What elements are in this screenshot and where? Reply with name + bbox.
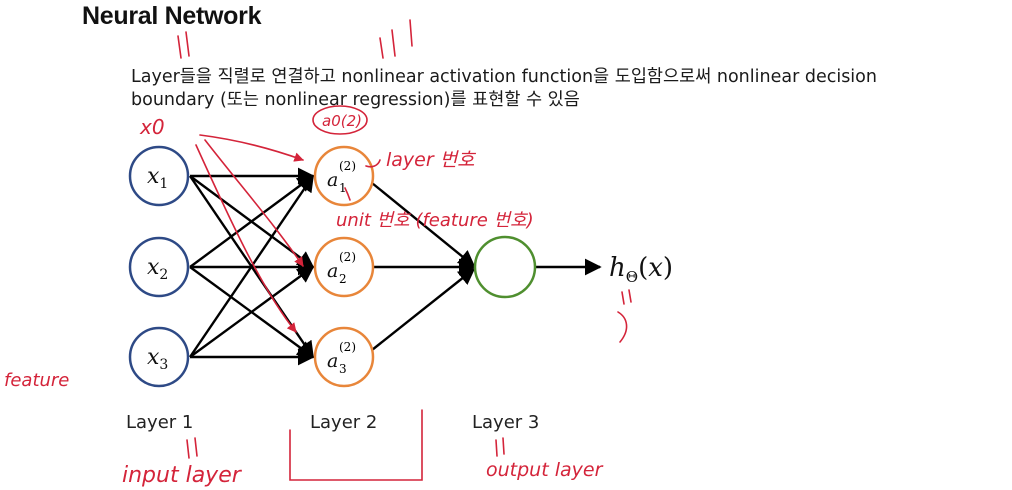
layer-3-label: Layer 3 <box>472 412 539 433</box>
description-line-1: Layer들을 직렬로 연결하고 nonlinear activation fu… <box>131 67 877 87</box>
input-layer-nodes <box>128 145 190 388</box>
node-x2 <box>128 236 190 298</box>
ink-output-curve <box>617 311 628 343</box>
node-a2 <box>313 236 375 298</box>
layer-1-label: Layer 1 <box>126 412 193 433</box>
handwritten-text: x0 a0(2) layer 번호 unit 번호 (feature 번호) f… <box>4 112 604 488</box>
node-x1 <box>128 145 190 207</box>
edge-x2-a1 <box>189 175 315 268</box>
label-a1: a <box>327 169 338 191</box>
ink-ticks-top-mid <box>379 19 413 59</box>
ink-unit-number: unit 번호 (feature 번호) <box>336 210 534 231</box>
ink-output-layer: output layer <box>486 459 604 481</box>
label-a1-sub: 1 <box>339 181 347 195</box>
edge-a3-out <box>371 267 476 351</box>
ink-arrow-x0-a2 <box>204 139 304 267</box>
ink-layer-pointer <box>365 159 381 168</box>
ink-arrow-x0-a3 <box>195 144 297 333</box>
node-x3 <box>128 326 190 388</box>
edge-x3-a2 <box>189 266 315 358</box>
label-a2-sup: (2) <box>339 250 356 264</box>
ink-ticks-layer1 <box>186 437 198 459</box>
node-output <box>473 235 537 299</box>
ink-arrow-x0-a1 <box>199 134 304 162</box>
ink-ticks-layer3 <box>495 437 505 457</box>
slide-title: Neural Network <box>82 2 262 30</box>
ink-ticks-output <box>621 289 632 305</box>
ink-a0: a0(2) <box>322 112 362 130</box>
slide-description: Layer들을 직렬로 연결하고 nonlinear activation fu… <box>131 66 1006 112</box>
label-a2-sub: 2 <box>339 272 347 286</box>
label-output: hΘ(x) <box>609 253 673 286</box>
label-a2: a <box>327 260 338 282</box>
layer-2-label: Layer 2 <box>310 412 377 433</box>
ink-unit-pointer <box>344 187 351 201</box>
ink-ticks-top-left <box>177 31 190 59</box>
node-a3 <box>313 326 375 388</box>
label-a3-sub: 3 <box>339 362 347 376</box>
description-line-2: boundary (또는 nonlinear regression)를 표현할 … <box>131 90 580 110</box>
label-a3-sup: (2) <box>339 340 356 354</box>
ink-bias-circle <box>312 105 368 135</box>
edge-a1-out <box>371 182 476 268</box>
ink-input-layer: input layer <box>122 463 243 488</box>
hidden-layer-nodes <box>313 145 375 388</box>
ink-feature: feature <box>4 370 69 391</box>
ink-x0: x0 <box>139 115 165 139</box>
label-a1-sup: (2) <box>339 159 356 173</box>
input-to-hidden-edges <box>189 167 315 366</box>
hidden-to-output-edges <box>371 182 602 351</box>
hidden-node-labels: a (2) 1 a (2) 2 a (2) 3 <box>327 159 356 376</box>
node-a1 <box>313 145 375 207</box>
ink-layer-number: layer 번호 <box>386 149 476 171</box>
label-a3: a <box>327 350 338 372</box>
ink-hidden-bracket <box>289 409 423 481</box>
handwritten-annotations <box>177 19 632 481</box>
edge-x3-a1 <box>189 174 314 358</box>
